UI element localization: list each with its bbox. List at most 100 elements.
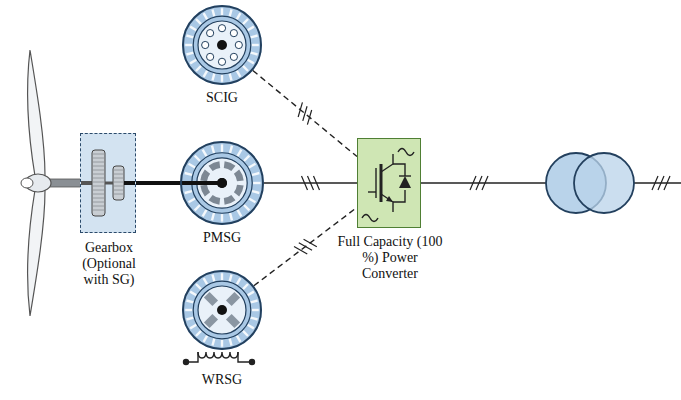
generator-drawings [207, 53, 214, 60]
converter-drawing [380, 164, 383, 202]
generator-drawings [212, 74, 214, 81]
generator-drawings [180, 5, 264, 350]
generator-drawings [212, 339, 214, 346]
generator-drawings [218, 25, 225, 32]
generator-drawings [209, 195, 221, 205]
generator-drawings [185, 173, 192, 175]
generator-drawings [185, 44, 192, 46]
generator-drawings [235, 41, 242, 48]
generator-drawings [252, 191, 259, 193]
gearbox-drawing [93, 166, 104, 167]
optional-connection [253, 70, 357, 156]
transformer-symbol [574, 153, 634, 213]
generator-drawings [230, 74, 232, 81]
generator-drawings [204, 13, 208, 19]
gearbox-drawing [93, 190, 104, 191]
generator-drawings [212, 9, 214, 16]
generator-drawings [204, 314, 218, 328]
converter-drawing [398, 149, 414, 156]
generator-drawings [180, 141, 264, 225]
generator-drawings [212, 274, 214, 281]
generator-drawings [202, 41, 209, 48]
generator-drawings [251, 53, 258, 55]
generator-drawings [212, 213, 214, 220]
generator-drawings [204, 278, 208, 284]
generator-drawings [186, 300, 193, 302]
generator-drawings [221, 340, 223, 347]
gearbox-drawing [114, 170, 123, 171]
generator-drawings [252, 44, 259, 46]
gearbox-drawing [92, 150, 105, 216]
label-holder: Full Capacity (100 %) Power Converter [334, 234, 446, 282]
node-label: Full Capacity (100 %) Power Converter [334, 234, 446, 282]
gearbox-drawing [114, 186, 123, 187]
generator-drawings [217, 40, 227, 50]
generator-drawings [230, 146, 232, 153]
label-holder: SCIG [187, 90, 257, 106]
generator-drawings [221, 8, 223, 15]
generator-drawings [204, 71, 208, 77]
gearbox-drawing [80, 133, 136, 233]
generator-drawings [248, 325, 254, 329]
grid-lines [634, 182, 681, 184]
generator-drawings [196, 19, 201, 24]
generator-drawings [244, 156, 249, 161]
gearbox-drawing [80, 133, 136, 233]
generator-drawings [243, 66, 248, 71]
label-holder: PMSG [187, 230, 257, 246]
gearbox-drawing [113, 166, 124, 200]
rotor-shaft [217, 178, 227, 188]
gearbox-drawing [93, 162, 104, 163]
generator-drawings [243, 284, 248, 289]
converter-drawing [362, 149, 414, 222]
generator-drawings [190, 325, 196, 329]
generator-drawings [230, 9, 232, 16]
generator-drawings [230, 30, 237, 37]
node-label: PMSG [187, 230, 257, 246]
generator-drawings [226, 314, 240, 328]
generator-drawings [252, 173, 259, 175]
generator-drawings [193, 16, 251, 74]
converter-drawing [381, 194, 393, 212]
converter-drawing [357, 138, 421, 228]
converter-drawing [362, 215, 378, 222]
generator-drawings [230, 339, 232, 346]
generator-drawings [252, 309, 259, 311]
generator-drawings [182, 5, 262, 85]
three-phase-mark [294, 239, 317, 254]
generator-drawings [195, 156, 200, 161]
generator-drawings [238, 150, 242, 157]
generator-drawings [182, 270, 262, 350]
node-label: WRSG [187, 372, 257, 388]
label-holder: WRSG [187, 372, 257, 388]
power-converter-box: Full Capacity (100 %) Power Converter [357, 138, 421, 228]
generator-drawings [217, 305, 227, 315]
wrsg-generator: WRSG [182, 270, 262, 350]
generator-drawings [196, 66, 201, 71]
converter-drawing [393, 190, 405, 202]
generator-drawings [237, 336, 241, 342]
generator-drawings [244, 205, 249, 210]
gearbox-drawing [93, 178, 104, 179]
converter-drawing [357, 138, 421, 228]
converter-drawing [386, 196, 393, 202]
field-winding [184, 360, 189, 365]
gearbox-drawing [93, 202, 104, 203]
gearbox-drawing [93, 154, 123, 210]
generator-drawings [196, 331, 201, 336]
gearbox-drawing [114, 174, 123, 175]
generator-drawings [230, 213, 232, 220]
generator-drawings [207, 30, 214, 37]
generator-drawings [221, 214, 223, 222]
generator-drawings [218, 58, 225, 65]
converter-drawing [368, 191, 376, 192]
gearbox-drawing [93, 158, 104, 159]
wind-turbine [21, 178, 33, 188]
gearbox-drawing [124, 181, 135, 185]
generator-drawings [221, 273, 223, 280]
generator-drawings [217, 178, 227, 188]
generator-drawings [224, 195, 236, 205]
